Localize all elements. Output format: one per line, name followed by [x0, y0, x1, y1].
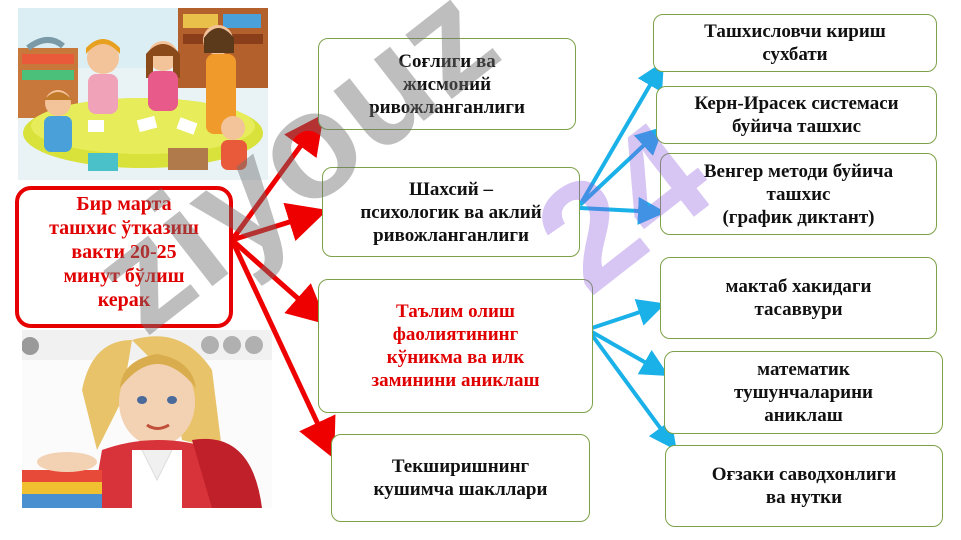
red-arrow-to-learning [230, 238, 328, 325]
health-development-box: Соғлиги ва жисмоний ривожланганлиги [318, 38, 576, 130]
additional-forms-box: Текширишнинг кушимча шакллари [331, 434, 590, 522]
red-arrow-group [229, 113, 336, 460]
math-concepts-box: математик тушунчаларини аниклаш [664, 351, 943, 434]
schoolgirl-photo [22, 330, 272, 508]
school-idea-box: мактаб хакидаги тасаввури [660, 257, 937, 339]
blue-arrow-to-interview [578, 61, 665, 207]
introductory-interview-box: Ташхисловчи кириш сухбати [653, 14, 937, 72]
main-duration-box: Бир марта ташхис ўтказиш вакти 20-25 мин… [15, 186, 233, 328]
classroom-illustration [18, 8, 268, 180]
blue-arrow-to-kern [578, 126, 664, 207]
blue-arrow-to-speech [590, 333, 677, 451]
blue-arrow-to-math [591, 330, 669, 376]
blue-arrow-to-school-idea [591, 299, 666, 330]
blue-arrow-to-venger [579, 196, 666, 225]
red-arrow-to-additional [229, 238, 336, 460]
oral-literacy-box: Оғзаки саводхонлиги ва нутки [665, 445, 943, 527]
kern-irasek-box: Керн-Ирасек системаси буйича ташхис [656, 86, 937, 144]
personal-psychological-box: Шахсий – психологик ва аклий ривожланган… [322, 167, 580, 257]
blue-arrow-group [578, 61, 677, 451]
learning-skills-box: Таълим олиш фаолиятининг кўникма ва илк … [318, 279, 593, 413]
red-arrow-to-health [229, 113, 324, 242]
venger-method-box: Венгер методи буйича ташхис (график дикт… [660, 153, 937, 235]
red-arrow-to-personal [231, 202, 328, 243]
